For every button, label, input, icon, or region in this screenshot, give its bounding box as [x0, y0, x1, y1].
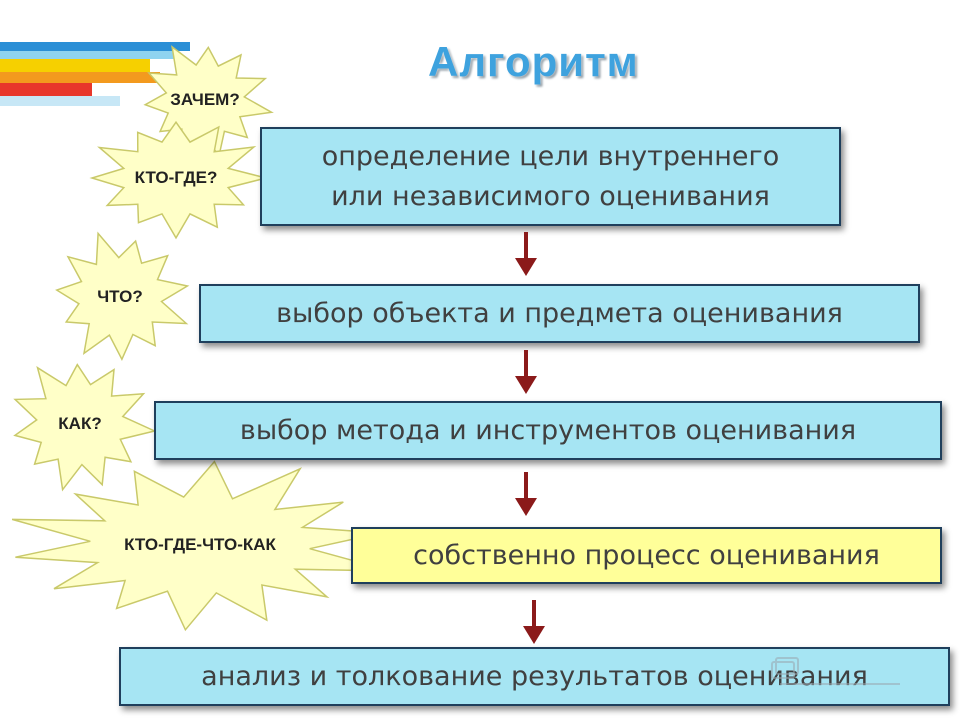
burst-how-shape — [13, 363, 157, 492]
burst-what-shape — [55, 231, 190, 362]
stripe-red — [0, 83, 92, 96]
step-box-process: собственно процесс оценивания — [351, 527, 942, 584]
arrow-down-3 — [515, 472, 537, 516]
step-object-text: выбор объекта и предмета оценивания — [276, 297, 843, 329]
step-box-goal: определение цели внутреннего или независ… — [260, 127, 841, 226]
stripe-lightblue — [0, 96, 120, 106]
page-title: Алгоритм — [428, 38, 639, 85]
step-goal-line1: определение цели внутреннего — [321, 140, 780, 172]
arrow-down-2 — [515, 350, 537, 394]
step-box-method: выбор метода и инструментов оценивания — [154, 401, 942, 460]
burst-who-where-shape — [89, 120, 267, 240]
burst-label-what: ЧТО? — [97, 287, 143, 306]
burst-label-how: КАК? — [58, 414, 102, 433]
stripe-blue — [0, 42, 190, 51]
stripe-orange — [0, 72, 160, 83]
stripe-yellow — [0, 59, 150, 72]
stripe-cyan — [0, 51, 175, 59]
burst-label-why: ЗАЧЕМ? — [170, 90, 240, 109]
arrow-down-4 — [523, 600, 545, 644]
burst-label-who-where-what-how: КТО-ГДЕ-ЧТО-КАК — [124, 535, 276, 554]
burst-label-who-where: КТО-ГДЕ? — [134, 168, 218, 187]
step-analysis-text: анализ и толкование результатов оцениван… — [201, 660, 868, 692]
step-method-text: выбор метода и инструментов оценивания — [239, 414, 857, 446]
arrow-down-1 — [515, 232, 537, 276]
step-goal-line2: или независимого оценивания — [331, 180, 770, 212]
decorative-stripes — [0, 38, 200, 118]
step-box-object: выбор объекта и предмета оценивания — [199, 284, 920, 343]
step-box-analysis: анализ и толкование результатов оцениван… — [119, 647, 950, 706]
step-process-text: собственно процесс оценивания — [413, 539, 880, 571]
watermark-icon — [771, 657, 900, 685]
burst-who-where-what-how-shape — [11, 460, 392, 632]
